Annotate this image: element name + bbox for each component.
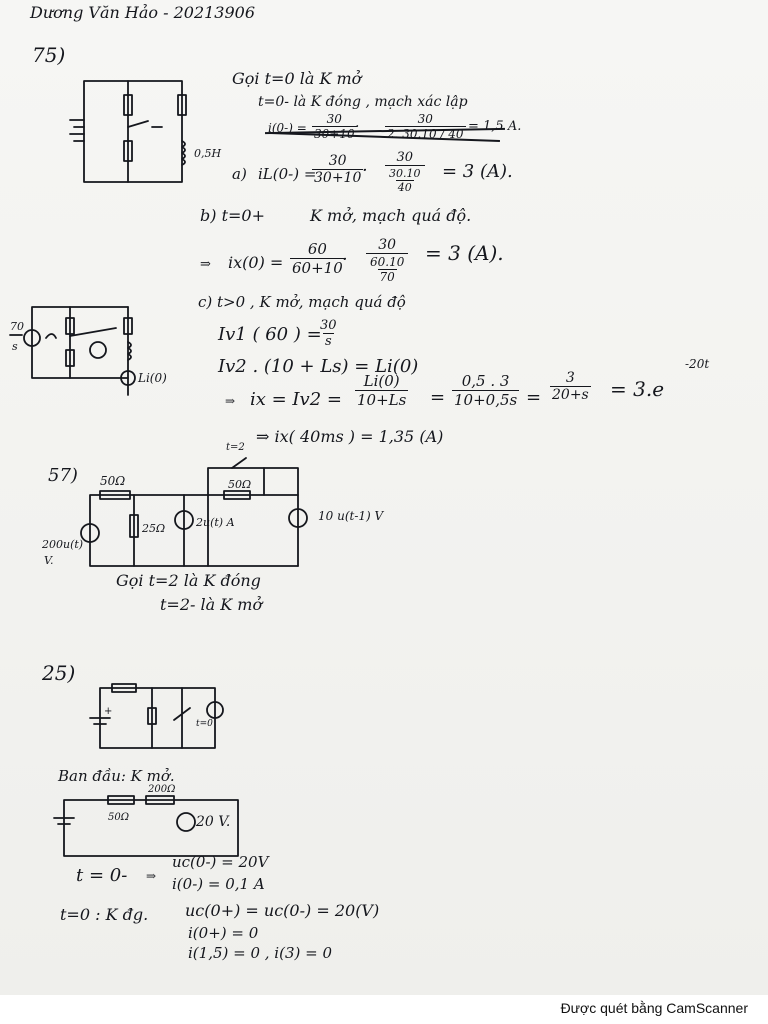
part-b-lhs: ix(0) = bbox=[228, 253, 284, 272]
footer-bar bbox=[0, 995, 768, 1024]
source-label-den: s bbox=[12, 340, 18, 353]
inductor-label: 0,5H bbox=[194, 147, 221, 160]
resistor-200-label: 200Ω bbox=[147, 784, 175, 795]
part-c-iv1-lhs: Iv1 ( 60 ) = bbox=[218, 324, 322, 345]
circuit-75-a: 0,5H bbox=[69, 80, 221, 183]
p25-t0-minus: t = 0- bbox=[76, 865, 128, 886]
left-source-unit: V. bbox=[44, 554, 54, 567]
circuit-75-b: 70 s Li(0) bbox=[9, 306, 167, 396]
part-c-line: c) t>0 , K mở, mạch quá độ bbox=[198, 293, 406, 311]
problem-25-number: 25) bbox=[42, 661, 76, 685]
crossed-result: = 1,5 A. bbox=[468, 119, 522, 134]
circuit-57: 200u(t) V. 50Ω 25Ω 2u(t) A 50Ω t=2 10 u(… bbox=[41, 442, 385, 567]
switch-label: t=2 bbox=[226, 442, 245, 453]
part-b-text: K mở, mạch quá độ. bbox=[310, 206, 472, 225]
part-c-iv2: Iv2 . (10 + Ls) = Li(0) bbox=[218, 356, 419, 377]
part-c-arrow: ⇒ bbox=[225, 394, 236, 408]
part-c-final: ⇒ ix( 40ms ) = 1,35 (A) bbox=[256, 427, 444, 446]
crossed-prefix: i(0-) = bbox=[268, 121, 307, 135]
p25-uc0-plus: uc(0+) = uc(0-) = 20(V) bbox=[185, 901, 380, 920]
p25-i0-plus: i(0+) = 0 bbox=[188, 924, 259, 942]
part-b-label: b) t=0+ bbox=[200, 206, 265, 225]
current-source-label: 2u(t) A bbox=[195, 516, 235, 529]
resistor-3-label: 50Ω bbox=[228, 478, 251, 491]
part-a-dot: · bbox=[362, 160, 368, 181]
left-source-label: 200u(t) bbox=[41, 538, 83, 551]
p25-t0-minus-arrow: ⇒ bbox=[146, 869, 157, 883]
part-a-result: = 3 (A). bbox=[442, 161, 513, 182]
p57-line-1: Gọi t=2 là K đóng bbox=[116, 571, 261, 590]
part-a-label: a) bbox=[232, 165, 247, 183]
circuit-25-b: 50Ω 200Ω 20 V. bbox=[53, 784, 239, 857]
resistor-50-label: 50Ω bbox=[108, 812, 129, 823]
p25-initially: Ban đầu: K mở. bbox=[58, 767, 175, 785]
svg-text:+: + bbox=[104, 706, 112, 717]
circuit-25-a: + t=0 bbox=[89, 683, 224, 749]
resistor-1-label: 50Ω bbox=[100, 474, 125, 488]
problem-75-number: 75) bbox=[32, 43, 66, 67]
part-c-eq-1: = bbox=[430, 387, 446, 408]
resistor-2-label: 25Ω bbox=[141, 522, 165, 535]
part-b-dot: · bbox=[342, 249, 348, 270]
scanned-page: Dương Văn Hảo - 20213906 75) 0,5H Gọi t=… bbox=[0, 0, 768, 995]
part-c-result: = 3.e bbox=[610, 377, 665, 401]
camscanner-watermark: Được quét bằng CamScanner bbox=[560, 1000, 748, 1016]
p75-t-minus: t=0- là K đóng , mạch xác lập bbox=[258, 94, 468, 110]
problem-57-number: 57) bbox=[48, 465, 78, 486]
part-a-lhs: iL(0-) = bbox=[258, 165, 317, 183]
part-c-ix-lhs: ix = Iv2 = bbox=[250, 389, 342, 410]
source-label-num: 70 bbox=[10, 320, 24, 333]
part-b-result: = 3 (A). bbox=[425, 241, 504, 265]
crossed-dot: · bbox=[355, 119, 360, 135]
p57-line-2: t=2- là K mở bbox=[160, 595, 263, 614]
p25-i-values: i(1,5) = 0 , i(3) = 0 bbox=[188, 944, 333, 962]
p25-i0-minus: i(0-) = 0,1 A bbox=[172, 875, 265, 893]
p75-gia-su: Gọi t=0 là K mở bbox=[232, 69, 362, 88]
p25-uc0-minus: uc(0-) = 20V bbox=[172, 853, 269, 871]
part-b-arrow: ⇒ bbox=[200, 257, 211, 272]
switch-t0-label: t=0 bbox=[196, 719, 213, 729]
li-label: Li(0) bbox=[137, 371, 167, 385]
right-source-label: 10 u(t-1) V bbox=[318, 509, 385, 523]
part-c-exponent: -20t bbox=[685, 357, 710, 371]
student-name: Dương Văn Hảo - 20213906 bbox=[30, 3, 256, 22]
part-c-eq-2: = bbox=[526, 387, 542, 408]
part-c-fraction-1: Li(0)10+Ls bbox=[355, 372, 409, 409]
source-20v-label: 20 V. bbox=[195, 814, 230, 830]
p25-t0-label: t=0 : K đg. bbox=[60, 905, 149, 924]
